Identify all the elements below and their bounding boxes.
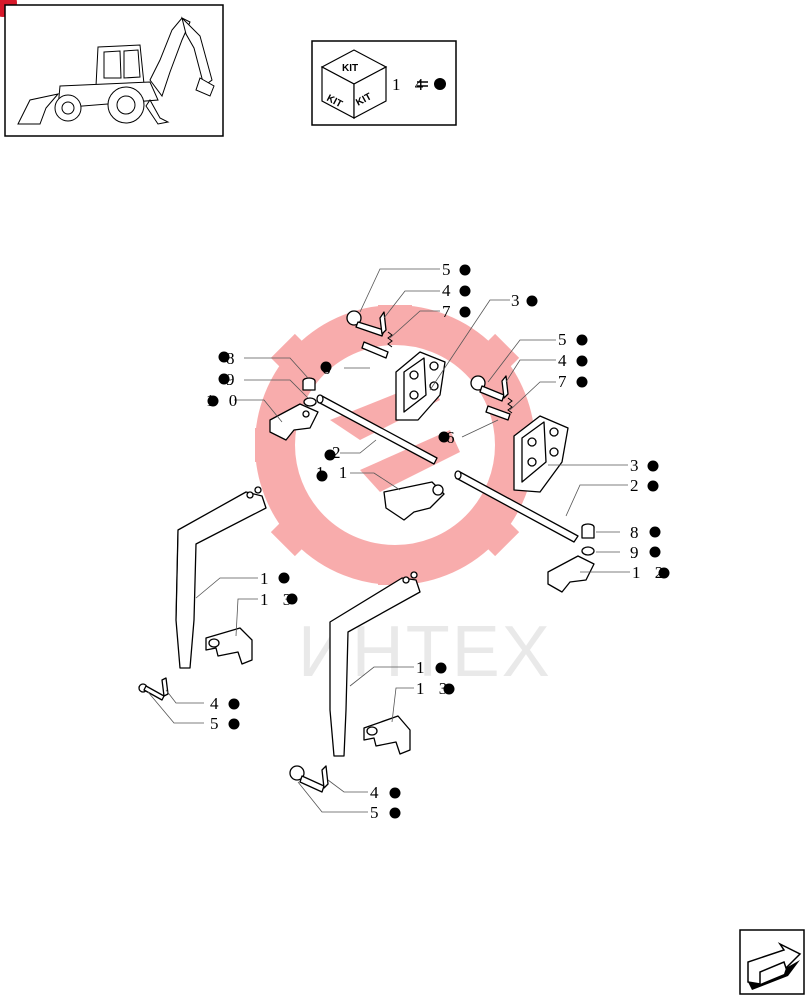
svg-text:1 2: 1 2 [632,563,668,582]
callout-c5[interactable]: 5 [558,330,588,349]
part-clamp-11 [383,481,445,521]
callout-c9[interactable]: 9 [218,370,240,389]
kit-cube-icon: KIT KIT KIT [320,49,388,119]
callout-c2[interactable]: 4 [442,281,471,300]
callout-labels: 5 4 7 3 5 4 7 8 9 1 0 6 6 2 1 1 3 2 8 9 … [206,260,670,822]
machine-thumbnail[interactable] [4,4,224,137]
callout-c11[interactable]: 6 [320,359,336,378]
part-washer-9-right [581,546,595,556]
arrow-icon [747,942,802,990]
part-bolt-8-left [302,377,316,391]
svg-text:2: 2 [332,443,346,462]
callout-c18[interactable]: 9 [630,543,661,562]
callout-c16[interactable]: 2 [630,476,659,495]
backhoe-loader-icon [17,16,215,125]
svg-text:1: 1 [416,658,430,677]
svg-text:9: 9 [630,543,644,562]
callout-c24[interactable]: 4 [210,694,240,713]
callout-c17[interactable]: 8 [630,523,661,542]
svg-text:6: 6 [446,428,460,447]
callout-c27[interactable]: 5 [370,803,401,822]
svg-text:6: 6 [322,359,336,378]
callout-c26[interactable]: 4 [370,783,401,802]
svg-text:4: 4 [210,694,224,713]
svg-text:7: 7 [442,302,456,321]
svg-text:3: 3 [511,291,525,310]
part-tine-1-left [175,486,267,669]
part-spring-7-top [387,331,393,348]
svg-text:5: 5 [210,714,224,733]
kit-legend: KIT KIT KIT 1 4 [311,40,457,126]
leader-lines [147,268,630,813]
callout-c14[interactable]: 1 1 [316,463,352,482]
svg-text:5: 5 [558,330,572,349]
next-page-button[interactable] [739,929,805,995]
svg-text:8: 8 [226,349,240,368]
part-washer-9-left [303,397,317,407]
part-bracket-12 [547,555,595,593]
callout-c20[interactable]: 1 [260,569,290,588]
part-rod-2-lower [454,470,579,543]
callout-c25[interactable]: 5 [210,714,240,733]
callout-c22[interactable]: 1 [416,658,447,677]
svg-text:4: 4 [558,351,572,370]
kit-reference: 1 4 [392,75,428,94]
svg-text:1 3: 1 3 [260,590,296,609]
svg-text:4: 4 [370,783,384,802]
callout-c13[interactable]: 2 [324,443,346,462]
part-bolt-8-right [581,523,595,539]
svg-text:3: 3 [630,456,644,475]
callout-c19[interactable]: 1 2 [632,563,670,582]
callout-c23[interactable]: 1 3 [416,679,455,698]
part-bracket-10 [269,403,319,441]
kit-top-label: KIT [342,63,358,74]
part-rod-2-upper [316,394,438,465]
svg-text:1 3: 1 3 [416,679,452,698]
callout-c1[interactable]: 5 [442,260,471,279]
callout-c12[interactable]: 6 [438,428,460,447]
callout-c15[interactable]: 3 [630,456,659,475]
part-pin-5-top [346,310,385,337]
svg-text:1 1: 1 1 [316,463,352,482]
svg-text:2: 2 [630,476,644,495]
callout-c8[interactable]: 8 [218,349,240,368]
part-pin-6-top [361,341,389,359]
part-bracket-3-top [395,351,446,421]
svg-text:8: 8 [630,523,644,542]
part-pin-5-left [138,677,169,701]
part-pin-5-bottom [289,765,329,793]
svg-text:7: 7 [558,372,572,391]
part-bracket-3-right [513,415,569,493]
callout-c7[interactable]: 7 [558,372,588,391]
part-saddle-13-left [205,627,253,665]
callout-c21[interactable]: 1 3 [260,590,298,609]
part-saddle-13-right [363,715,411,755]
callout-c3[interactable]: 7 [442,302,471,321]
callout-c6[interactable]: 4 [558,351,588,370]
kit-bullet [434,78,446,90]
svg-text:1: 1 [260,569,274,588]
svg-text:5: 5 [442,260,456,279]
svg-text:4: 4 [442,281,456,300]
part-tine-1-right [329,571,421,757]
callout-c10[interactable]: 1 0 [206,391,242,410]
svg-text:1 0: 1 0 [206,391,242,410]
svg-text:9: 9 [226,370,240,389]
svg-text:5: 5 [370,803,384,822]
callout-c4[interactable]: 3 [511,291,538,310]
